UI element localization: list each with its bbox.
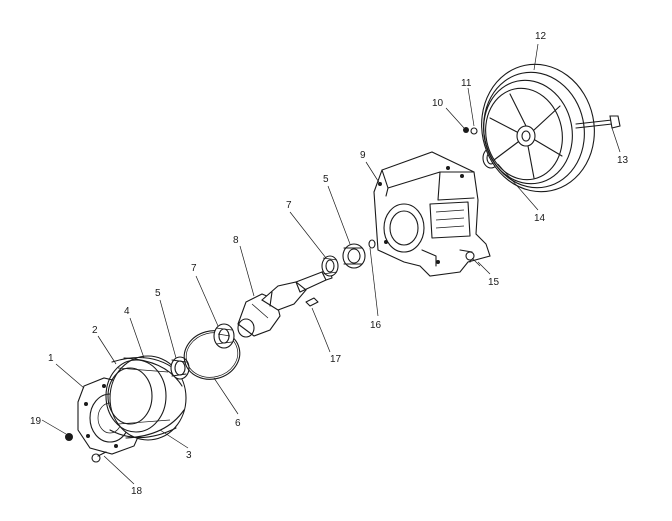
part-bolt-13	[575, 115, 621, 129]
callout-7-left: 7	[191, 263, 197, 274]
callout-13: 13	[617, 155, 629, 166]
callout-9: 9	[360, 150, 366, 161]
callout-10: 10	[432, 98, 444, 109]
callout-3: 3	[186, 450, 192, 461]
part-nut-19	[65, 433, 73, 441]
part-key	[305, 297, 323, 333]
part-washer-nut	[463, 127, 478, 135]
callout-2: 2	[92, 325, 98, 336]
callout-6: 6	[235, 418, 241, 429]
callout-16: 16	[370, 320, 382, 331]
part-seal-right	[321, 255, 339, 277]
callout-19: 19	[30, 416, 42, 427]
part-flywheel	[481, 63, 595, 193]
callout-14: 14	[534, 213, 546, 224]
callout-labels: 1 2 3 4 5 5 6 7 7 8 9 10 11 12 13 14 15 …	[30, 31, 629, 497]
callout-17: 17	[330, 354, 342, 365]
callout-12: 12	[535, 31, 547, 42]
callout-11: 11	[461, 78, 472, 89]
part-plug	[368, 239, 376, 249]
part-seal-left	[213, 323, 235, 349]
callout-5-left: 5	[155, 288, 161, 299]
part-crankcase	[373, 151, 491, 277]
part-bearing-right	[342, 243, 366, 269]
leader-lines	[41, 43, 621, 485]
callout-4: 4	[124, 306, 130, 317]
callout-18: 18	[131, 486, 143, 497]
part-screw-18	[91, 451, 107, 463]
part-crankshaft	[237, 269, 333, 338]
callout-7-right: 7	[286, 200, 292, 211]
callout-8: 8	[233, 235, 239, 246]
callout-1: 1	[48, 353, 54, 364]
part-bolt-15	[465, 251, 481, 267]
callout-15: 15	[488, 277, 500, 288]
callout-5-right: 5	[323, 174, 329, 185]
part-o-ring	[183, 330, 241, 380]
